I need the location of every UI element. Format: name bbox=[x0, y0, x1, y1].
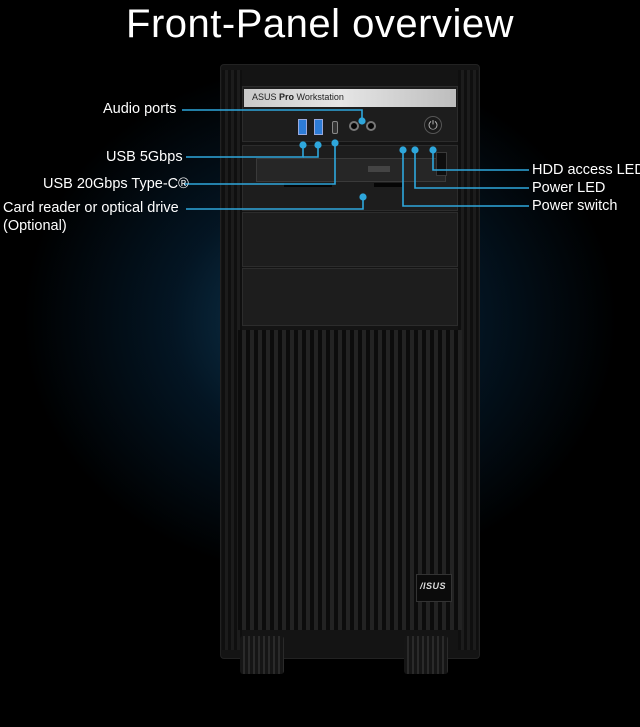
eject-button bbox=[368, 166, 390, 172]
foot-right bbox=[404, 636, 448, 674]
page-title: Front-Panel overview bbox=[126, 2, 514, 46]
microphone-jack bbox=[366, 121, 376, 131]
label-card-reader: Card reader or optical drive bbox=[3, 200, 179, 216]
callout-usb-type-c bbox=[184, 143, 336, 185]
usb-type-c-port bbox=[332, 121, 338, 134]
power-button-icon: ⏻ bbox=[424, 116, 442, 134]
label-usb-5gbps: USB 5Gbps bbox=[106, 149, 183, 165]
label-usb-type-c: USB 20Gbps Type-C® bbox=[43, 176, 189, 192]
callout-power-switch bbox=[402, 150, 529, 207]
drive-bay-2 bbox=[242, 212, 458, 267]
brand-plate bbox=[244, 89, 456, 107]
foot-left bbox=[240, 636, 284, 674]
callout-usb-5gbps bbox=[186, 145, 304, 158]
brand-plate-text: ASUS Pro Workstation bbox=[252, 92, 344, 102]
callout-audio-ports bbox=[182, 109, 363, 121]
label-hdd-led: HDD access LED bbox=[532, 162, 640, 178]
drive-bay-3 bbox=[242, 268, 458, 326]
callout-hdd-led bbox=[432, 150, 529, 171]
asus-logo: /ISUS bbox=[420, 581, 447, 591]
label-audio-ports: Audio ports bbox=[103, 101, 177, 117]
tower-side-frame-right bbox=[458, 70, 478, 650]
headphone-jack bbox=[349, 121, 359, 131]
card-reader-slot-2 bbox=[374, 183, 402, 187]
card-reader-slot-1 bbox=[284, 183, 332, 187]
callout-power-led bbox=[414, 150, 529, 189]
asus-logo-badge bbox=[416, 574, 452, 602]
led-indicator-panel bbox=[436, 152, 447, 176]
usb-port-2 bbox=[314, 119, 323, 135]
tower-side-frame-left bbox=[222, 70, 242, 650]
callout-card-reader bbox=[186, 197, 364, 210]
label-card-reader-optional: (Optional) bbox=[3, 218, 67, 234]
label-power-switch: Power switch bbox=[532, 198, 618, 214]
label-power-led: Power LED bbox=[532, 180, 606, 196]
usb-port-1 bbox=[298, 119, 307, 135]
